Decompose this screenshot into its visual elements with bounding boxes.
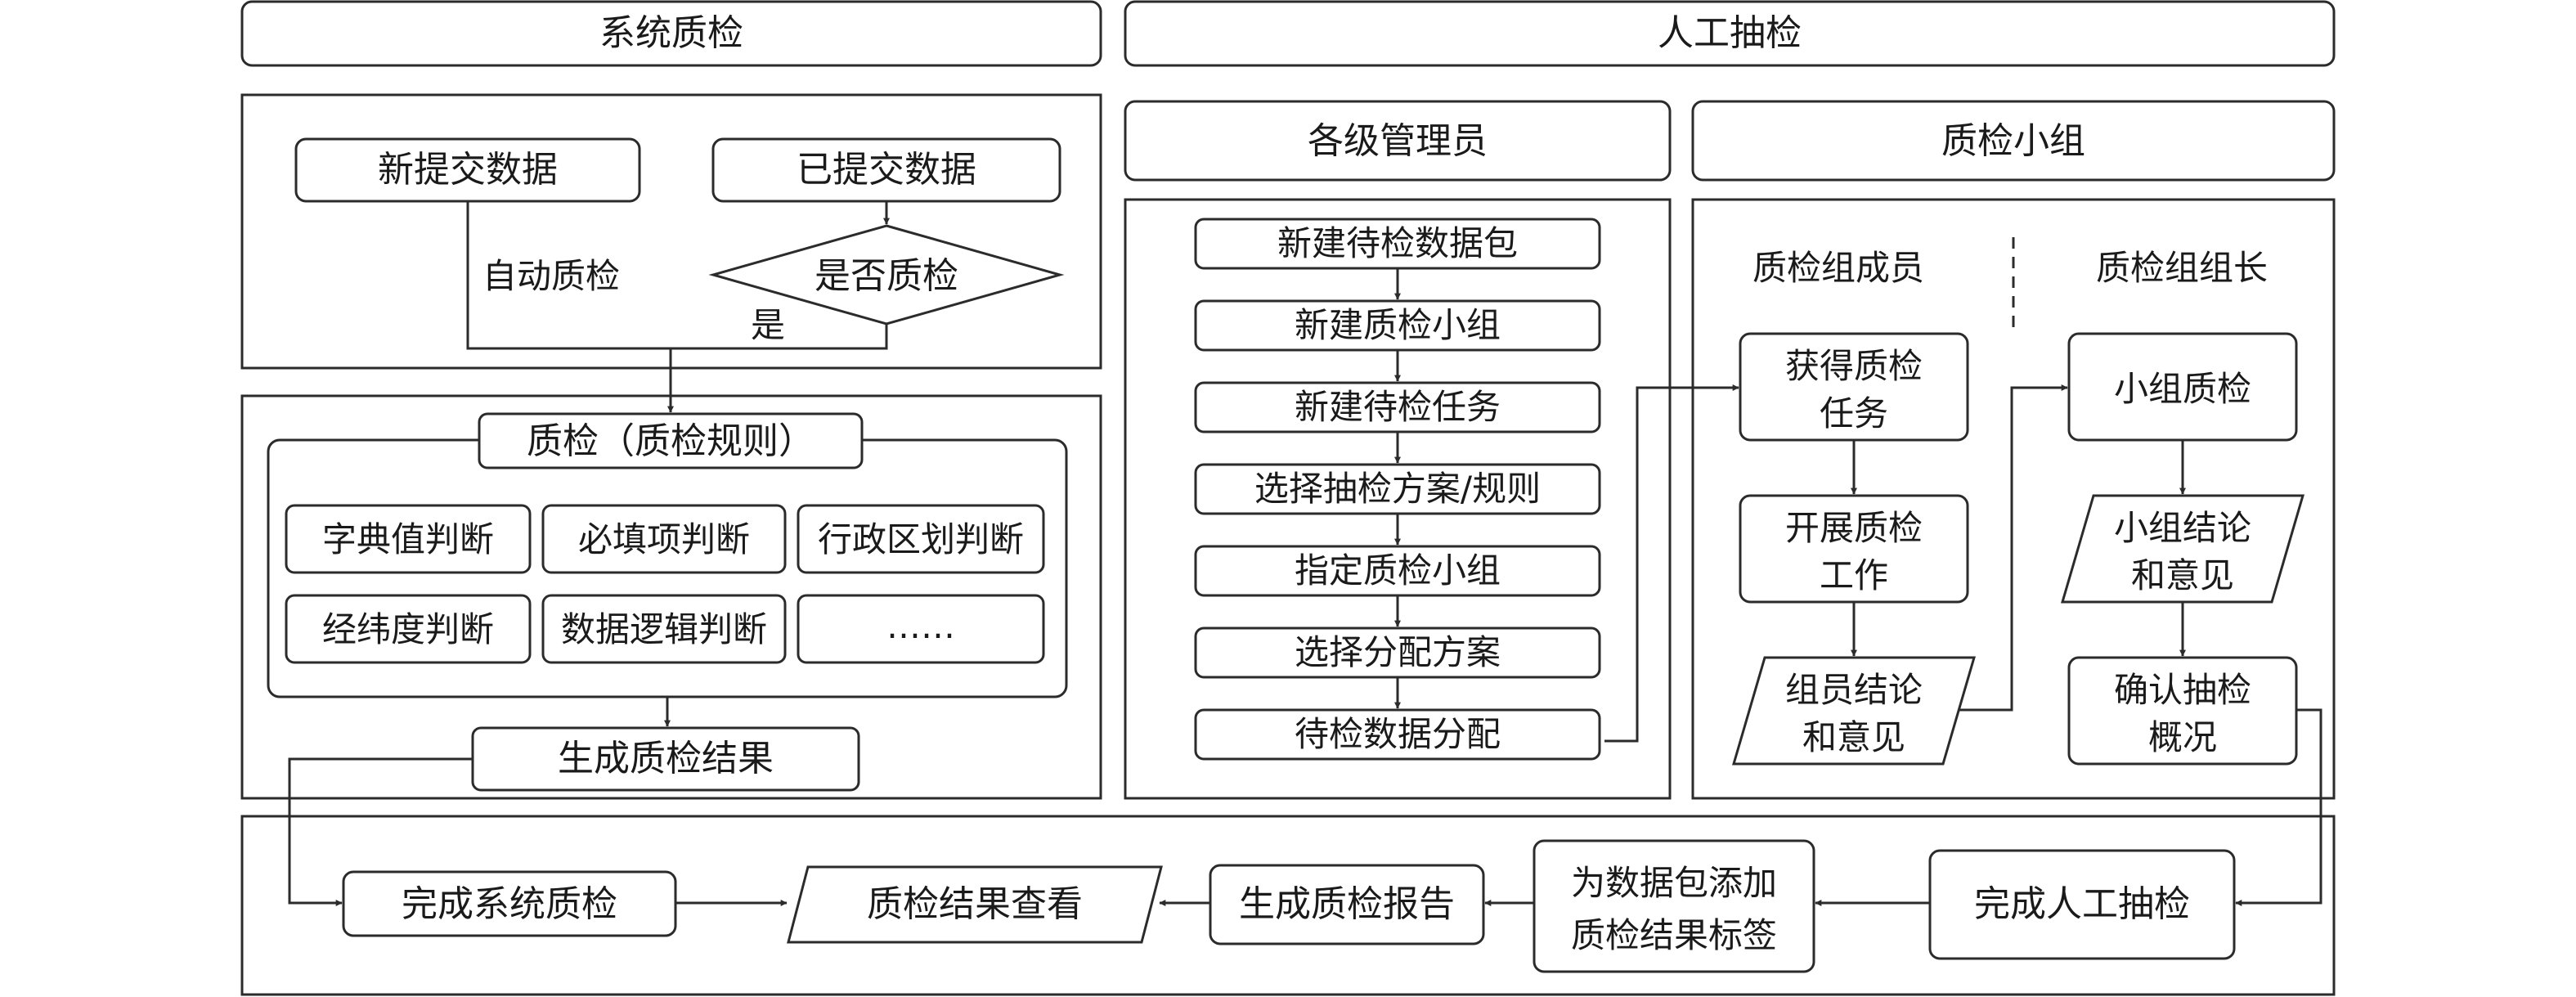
admin-step-label: 指定质检小组 bbox=[1295, 550, 1501, 591]
member-get-task-line-2: 任务 bbox=[1820, 393, 1888, 433]
rule-required-label: 必填项判断 bbox=[578, 519, 750, 559]
admin-step: 选择抽检方案/规则 bbox=[1194, 463, 1601, 515]
admin-step: 指定质检小组 bbox=[1194, 545, 1601, 597]
admin-steps: 新建待检数据包新建质检小组新建待检任务选择抽检方案/规则指定质检小组选择分配方案… bbox=[1194, 218, 1601, 761]
header-manual-check: 人工抽检 bbox=[1124, 0, 2336, 67]
complete-system-label: 完成系统质检 bbox=[402, 883, 617, 925]
add-label-node: 为数据包添加 质检结果标签 bbox=[1533, 839, 1815, 973]
admin-step: 新建质检小组 bbox=[1194, 299, 1601, 352]
member-title: 质检组成员 bbox=[1752, 248, 1924, 288]
qc-rules-label: 质检（质检规则） bbox=[527, 420, 815, 462]
admin-step-label: 新建待检任务 bbox=[1295, 387, 1501, 427]
view-result-node: 质检结果查看 bbox=[787, 865, 1163, 944]
qc-rules-title: 质检（质检规则） bbox=[478, 412, 864, 469]
rule-dictionary-label: 字典值判断 bbox=[322, 519, 494, 559]
admin-step-label: 新建待检数据包 bbox=[1277, 223, 1518, 263]
member-conclusion-line-2: 和意见 bbox=[1802, 717, 1905, 757]
generate-report-node: 生成质检报告 bbox=[1209, 864, 1485, 945]
leader-conclusion-line-2: 和意见 bbox=[2131, 555, 2234, 595]
qc-group-header: 质检小组 bbox=[1691, 100, 2336, 182]
rule-dictionary: 字典值判断 bbox=[285, 504, 532, 574]
leader-confirm-line-1: 确认抽检 bbox=[2114, 670, 2251, 710]
leader-group-qc: 小组质检 bbox=[2067, 332, 2298, 442]
admin-step-label: 选择抽检方案/规则 bbox=[1254, 469, 1541, 509]
decision-diamond: 是否质检 bbox=[708, 224, 1065, 326]
header-system-qc: 系统质检 bbox=[240, 0, 1102, 67]
leader-confirm: 确认抽检 概况 bbox=[2067, 656, 2298, 766]
submitted-data-label: 已提交数据 bbox=[797, 149, 976, 191]
leader-conclusion-line-1: 小组结论 bbox=[2114, 508, 2251, 548]
qc-group-panel bbox=[1691, 198, 2336, 800]
auto-qc-label: 自动质检 bbox=[482, 256, 620, 296]
new-data-node: 新提交数据 bbox=[294, 137, 641, 203]
complete-manual-node: 完成人工抽检 bbox=[1928, 849, 2236, 960]
leader-conclusion: 小组结论 和意见 bbox=[2060, 494, 2305, 604]
rule-required: 必填项判断 bbox=[541, 504, 787, 574]
yes-label: 是 bbox=[751, 305, 785, 345]
member-conclusion-line-1: 组员结论 bbox=[1785, 670, 1923, 710]
rule-admin-division: 行政区划判断 bbox=[797, 504, 1045, 574]
rule-latlng-label: 经纬度判断 bbox=[322, 609, 494, 649]
member-get-task: 获得质检 任务 bbox=[1739, 332, 1969, 442]
admin-step: 新建待检任务 bbox=[1194, 381, 1601, 433]
admin-step-label: 新建质检小组 bbox=[1295, 305, 1501, 345]
confirm-to-manual-arrow bbox=[2235, 708, 2322, 906]
admins-header-label: 各级管理员 bbox=[1308, 120, 1488, 162]
member-conclusion: 组员结论 和意见 bbox=[1731, 656, 1977, 766]
system-qc-panel bbox=[240, 394, 1102, 800]
system-input-panel bbox=[240, 93, 1102, 370]
view-result-label: 质检结果查看 bbox=[867, 883, 1083, 925]
new-data-label: 新提交数据 bbox=[378, 149, 558, 191]
member-get-task-line-1: 获得质检 bbox=[1785, 346, 1923, 386]
member-do-work-line-2: 工作 bbox=[1820, 555, 1888, 595]
admins-panel bbox=[1124, 198, 1672, 800]
leader-group-qc-line-1: 小组质检 bbox=[2114, 369, 2251, 409]
admin-step: 待检数据分配 bbox=[1194, 708, 1601, 761]
rule-logic: 数据逻辑判断 bbox=[541, 594, 787, 664]
bottom-panel bbox=[240, 815, 2336, 996]
admin-step-label: 待检数据分配 bbox=[1295, 714, 1501, 754]
distribute-to-member-arrow bbox=[1604, 384, 1739, 743]
add-label-line-2: 质检结果标签 bbox=[1571, 915, 1777, 955]
member-do-work: 开展质检 工作 bbox=[1739, 494, 1969, 604]
leader-confirm-line-2: 概况 bbox=[2148, 717, 2217, 757]
complete-manual-label: 完成人工抽检 bbox=[1974, 883, 2190, 925]
rule-more-label: …… bbox=[886, 606, 955, 646]
admin-step: 选择分配方案 bbox=[1194, 626, 1601, 679]
rule-more: …… bbox=[797, 594, 1045, 664]
admins-header: 各级管理员 bbox=[1124, 100, 1672, 182]
decision-label: 是否质检 bbox=[815, 255, 958, 297]
member-do-work-line-1: 开展质检 bbox=[1785, 508, 1923, 548]
admin-step-label: 选择分配方案 bbox=[1295, 632, 1501, 672]
rule-admin-division-label: 行政区划判断 bbox=[818, 519, 1024, 559]
generate-report-label: 生成质检报告 bbox=[1239, 883, 1455, 925]
auto-qc-line bbox=[466, 201, 671, 350]
admin-step: 新建待检数据包 bbox=[1194, 218, 1601, 270]
complete-system-node: 完成系统质检 bbox=[342, 870, 677, 937]
admin-step-box bbox=[1194, 708, 1601, 761]
result-to-complete-arrow bbox=[288, 757, 473, 906]
generate-result-node: 生成质检结果 bbox=[471, 726, 860, 792]
rule-logic-label: 数据逻辑判断 bbox=[561, 609, 767, 649]
member-to-leader-arrow bbox=[1959, 384, 2068, 712]
rule-latlng: 经纬度判断 bbox=[285, 594, 532, 664]
leader-title: 质检组组长 bbox=[2096, 248, 2268, 288]
submitted-data-node: 已提交数据 bbox=[711, 137, 1061, 203]
add-label-line-1: 为数据包添加 bbox=[1571, 863, 1777, 903]
header-manual-check-label: 人工抽检 bbox=[1658, 12, 1802, 54]
header-system-qc-label: 系统质检 bbox=[599, 12, 743, 54]
qc-group-header-label: 质检小组 bbox=[1941, 120, 2085, 162]
generate-result-label: 生成质检结果 bbox=[558, 738, 774, 779]
yes-line bbox=[671, 324, 888, 350]
